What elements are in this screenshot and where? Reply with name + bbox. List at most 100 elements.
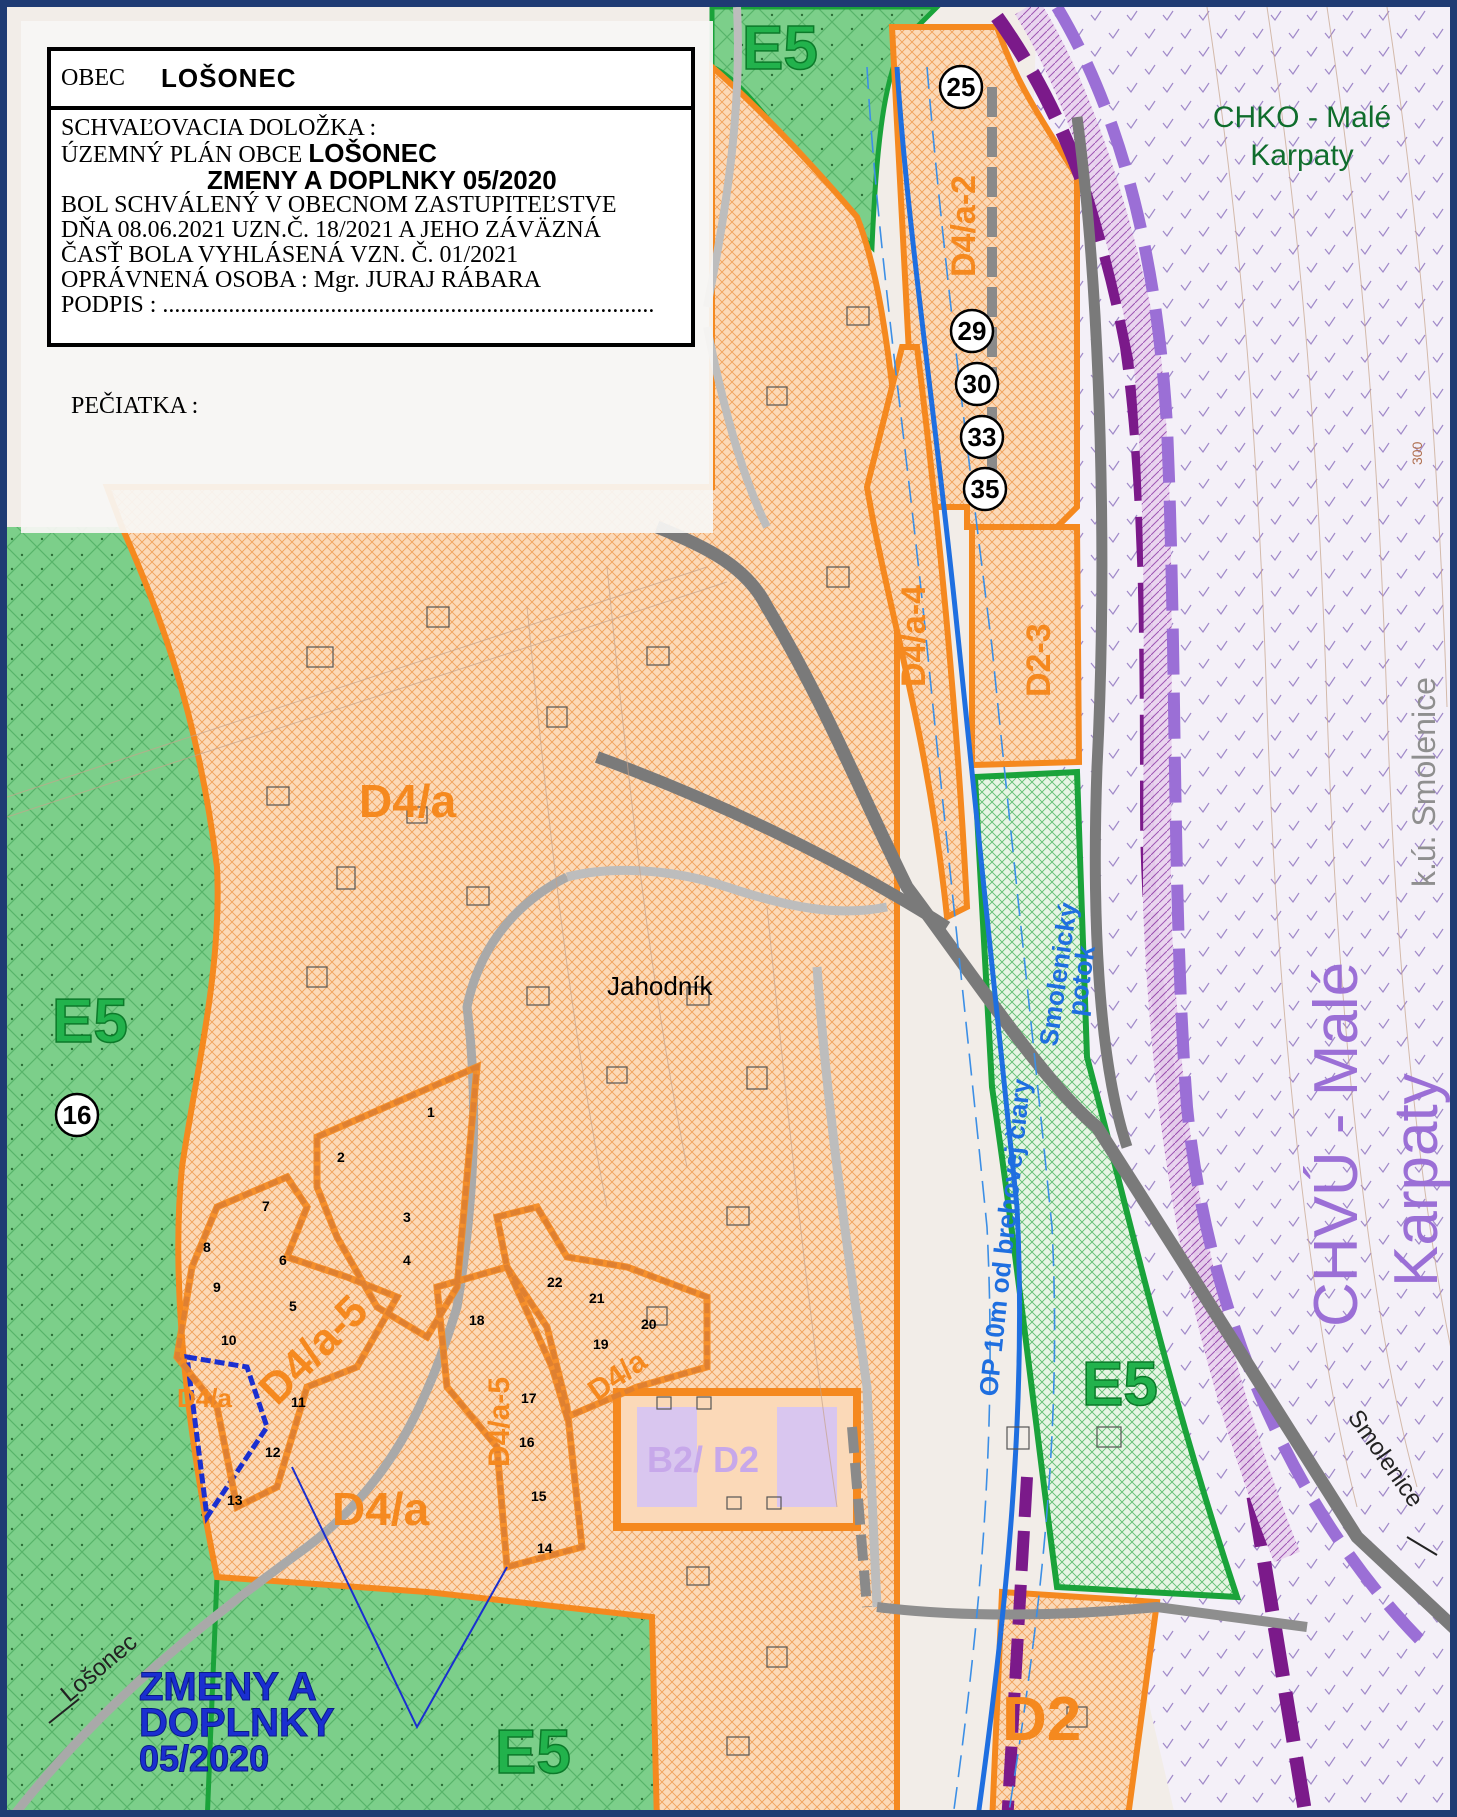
road-main bbox=[654, 520, 1450, 1633]
badge-35: 35 bbox=[962, 466, 1008, 512]
approval-line-3: ZMENY A DOPLNKY 05/2020 bbox=[207, 165, 557, 195]
zone-d2-3 bbox=[969, 524, 1083, 769]
label-jahodnik: Jahodník bbox=[607, 971, 714, 1001]
plot-5: 5 bbox=[289, 1298, 297, 1314]
contour-lines bbox=[7, 7, 1450, 1508]
road-east bbox=[1071, 116, 1133, 1149]
approval-body: SCHVAĽOVACIA DOLOŽKA : ÚZEMNÝ PLÁN OBCE … bbox=[51, 110, 691, 318]
zone-d4a-4 bbox=[863, 344, 971, 922]
svg-text:33: 33 bbox=[968, 422, 997, 452]
road-jahodnik bbox=[565, 865, 888, 916]
approval-panel: OBEC LOŠONEC SCHVAĽOVACIA DOLOŽKA : ÚZEM… bbox=[21, 21, 713, 533]
label-d4a-4: D4/a-4 bbox=[895, 585, 933, 687]
zone-e5-stream bbox=[971, 768, 1242, 1601]
stream-buffer-west bbox=[866, 66, 991, 1810]
label-d4a-5-a: D4/a-5 bbox=[483, 1377, 516, 1467]
plot-7: 7 bbox=[262, 1198, 270, 1214]
road-west-link bbox=[594, 751, 951, 933]
b2d2-purple-2 bbox=[777, 1407, 837, 1507]
approval-line-2a: ÚZEMNÝ PLÁN OBCE bbox=[61, 142, 303, 168]
change-legend: ZMENY A DOPLNKY 05/2020 bbox=[139, 1665, 336, 1779]
label-d4a-west: D4/a bbox=[177, 1383, 232, 1413]
arrow-smolenice bbox=[1406, 1536, 1438, 1556]
svg-text:35: 35 bbox=[971, 474, 1000, 504]
plot-16: 16 bbox=[519, 1434, 535, 1450]
plot-11: 11 bbox=[291, 1394, 306, 1410]
label-chvu-line2: Karpaty bbox=[1382, 1073, 1451, 1287]
plot-4: 4 bbox=[403, 1252, 411, 1268]
land-use-map: CHKO - Malé Karpaty CHVÚ - Malé Karpaty … bbox=[7, 7, 1451, 1810]
zone-e5-west bbox=[7, 527, 218, 1810]
approval-header: OBEC LOŠONEC bbox=[51, 51, 691, 110]
plot-18: 18 bbox=[469, 1312, 485, 1328]
road-north-2 bbox=[703, 326, 771, 529]
approval-line-5: DŇA 08.06.2021 UZN.Č. 18/2021 A JEHO ZÁV… bbox=[61, 217, 601, 243]
road-dashed-b2d2 bbox=[847, 1426, 872, 1608]
plot-12: 12 bbox=[265, 1444, 281, 1460]
plot-3: 3 bbox=[403, 1209, 411, 1225]
label-elevation: 300 bbox=[1409, 441, 1425, 465]
label-e5-west: E5 bbox=[52, 987, 128, 1056]
label-d2-3: D2-3 bbox=[1020, 623, 1058, 697]
svg-text:29: 29 bbox=[958, 316, 987, 346]
plot-10: 10 bbox=[221, 1332, 237, 1348]
plot-2: 2 bbox=[337, 1149, 345, 1165]
plot-22: 22 bbox=[547, 1274, 563, 1290]
legend-pointer bbox=[291, 1466, 508, 1730]
svg-text:25: 25 bbox=[947, 72, 976, 102]
obec-name: LOŠONEC bbox=[161, 63, 297, 93]
obec-label: OBEC bbox=[61, 65, 126, 91]
plot-1: 1 bbox=[427, 1104, 435, 1120]
label-e5-stream: E5 bbox=[1082, 1350, 1158, 1419]
label-ku: k.ú. Smolenice bbox=[1406, 677, 1442, 887]
plot-17: 17 bbox=[521, 1390, 537, 1406]
label-d2: D2 bbox=[1002, 1685, 1081, 1754]
plot-19: 19 bbox=[593, 1336, 609, 1352]
badge-29: 29 bbox=[949, 308, 995, 354]
approval-line-1: SCHVAĽOVACIA DOLOŽKA : bbox=[61, 115, 377, 141]
change-areas-orange bbox=[173, 1061, 711, 1572]
plot-8: 8 bbox=[203, 1239, 211, 1255]
road-inner bbox=[812, 966, 882, 1608]
stream-buffer-east bbox=[926, 66, 1056, 1810]
approval-signature: PODPIS : ...............................… bbox=[61, 292, 655, 318]
building-footprints bbox=[266, 306, 1122, 1756]
seal-label: PEČIATKA : bbox=[71, 393, 199, 419]
road-south bbox=[876, 1601, 1308, 1632]
b2d2-purple-1 bbox=[637, 1407, 697, 1507]
stream-smolenicky bbox=[894, 66, 1023, 1810]
legend-line-3: 05/2020 bbox=[139, 1738, 270, 1779]
plot-20: 20 bbox=[641, 1316, 657, 1332]
label-chvu-line1: CHVÚ - Malé bbox=[1302, 962, 1371, 1327]
label-chko-line2: Karpaty bbox=[1250, 139, 1353, 172]
arrow-losonec bbox=[48, 1698, 80, 1724]
label-b2d2: B2/ D2 bbox=[647, 1439, 759, 1480]
approval-line-4: BOL SCHVÁLENÝ V OBECNOM ZASTUPITEĽSTVE bbox=[61, 192, 617, 218]
approval-line-7: OPRÁVNENÁ OSOBA : Mgr. JURAJ RÁBARA bbox=[61, 267, 542, 293]
badge-25: 25 bbox=[938, 64, 984, 110]
legend-line-1: ZMENY A bbox=[139, 1665, 318, 1709]
badge-16: 16 bbox=[54, 1092, 100, 1138]
boundary-south bbox=[1001, 1476, 1033, 1810]
plot-9: 9 bbox=[213, 1279, 221, 1295]
boundary-chvu bbox=[1051, 7, 1432, 1652]
plot-14: 14 bbox=[537, 1540, 553, 1556]
approval-box: OBEC LOŠONEC SCHVAĽOVACIA DOLOŽKA : ÚZEM… bbox=[47, 47, 695, 347]
plot-13: 13 bbox=[227, 1492, 243, 1508]
label-chko-line1: CHKO - Malé bbox=[1213, 101, 1391, 134]
svg-text:30: 30 bbox=[963, 369, 992, 399]
plot-21: 21 bbox=[589, 1290, 605, 1306]
approval-line-2: ÚZEMNÝ PLÁN OBCE LOŠONEC bbox=[61, 138, 681, 168]
label-d4a-main: D4/a bbox=[359, 775, 457, 827]
approval-line-2b: LOŠONEC bbox=[308, 138, 437, 168]
svg-text:16: 16 bbox=[63, 1100, 92, 1130]
plot-15: 15 bbox=[531, 1488, 547, 1504]
badge-30: 30 bbox=[954, 361, 1000, 407]
approval-line-6: ČASŤ BOLA VYHLÁSENÁ VZN. Č. 01/2021 bbox=[61, 242, 519, 268]
label-d4a-south: D4/a bbox=[332, 1483, 430, 1535]
zone-d2 bbox=[989, 1588, 1161, 1810]
label-e5-north: E5 bbox=[742, 14, 818, 83]
badge-33: 33 bbox=[959, 414, 1005, 460]
label-d4a-2: D4/a-2 bbox=[945, 175, 983, 277]
